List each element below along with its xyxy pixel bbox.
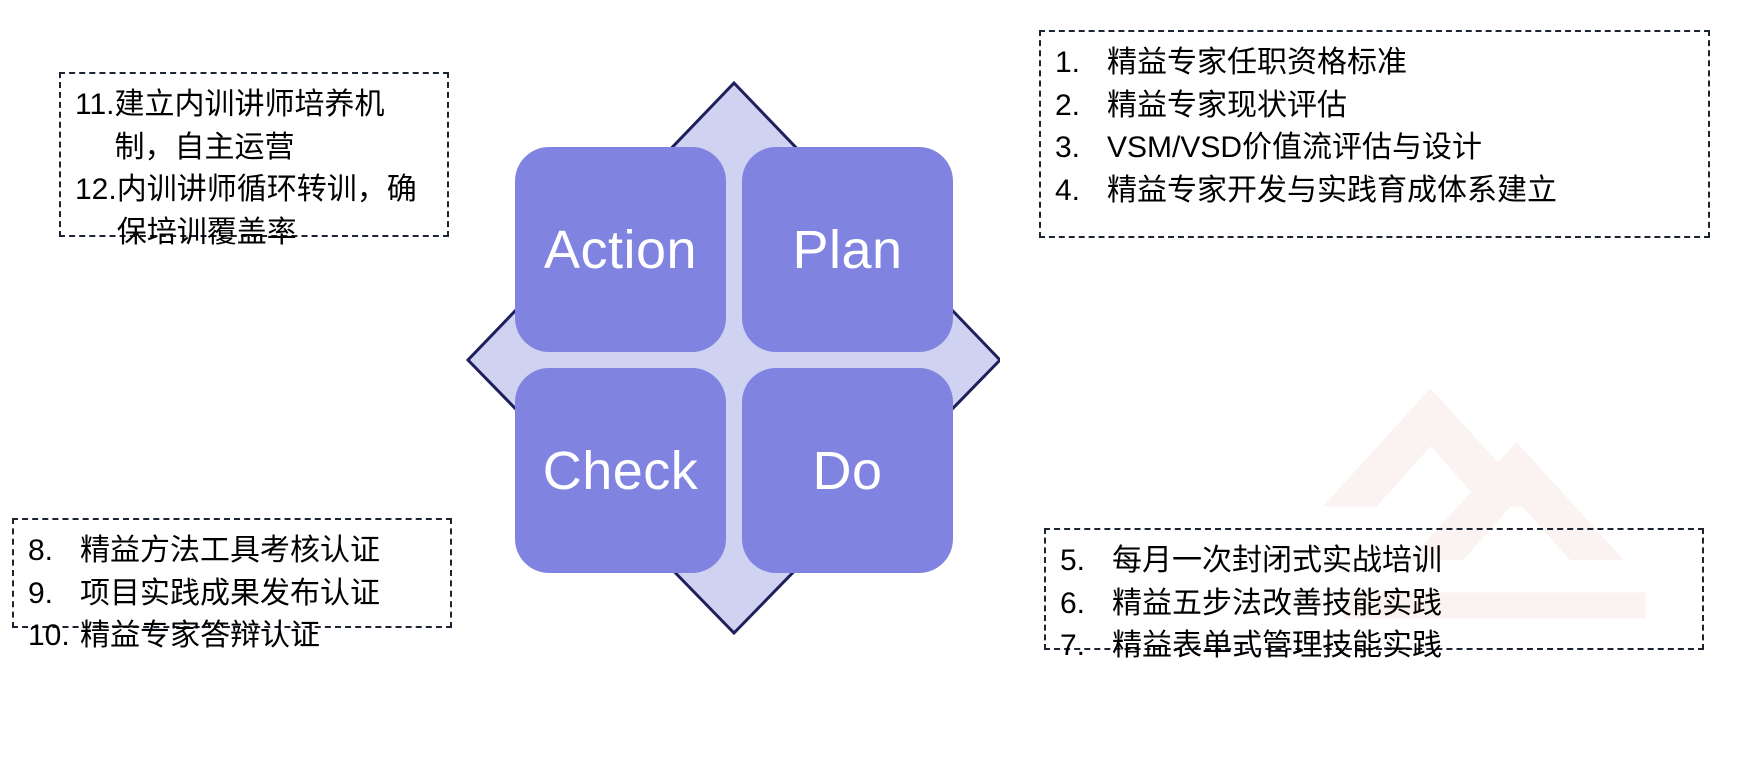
note-item-number: 2.	[1055, 88, 1081, 122]
note-item-number: 4.	[1055, 173, 1081, 207]
note-item: 2. 精益专家现状评估	[1055, 85, 1694, 128]
note-item-text: 每月一次封闭式实战培训	[1112, 544, 1442, 577]
note-box-action: 11.建立内训讲师培养机制，自主运营 12.内训讲师循环转训，确保培训覆盖率	[59, 72, 449, 249]
note-item-number: 1.	[1055, 46, 1081, 79]
note-item: 4. 精益专家开发与实践育成体系建立	[1055, 170, 1694, 213]
note-item: 6. 精益五步法改善技能实践	[1060, 583, 1688, 626]
note-item: 7. 精益表单式管理技能实践	[1060, 625, 1688, 668]
pdca-quadrant-check[interactable]: Check	[515, 368, 726, 573]
note-item-number: 7.	[1060, 629, 1086, 663]
pdca-cycle-group: Action Plan Check Do	[455, 78, 1000, 638]
note-item-text: 精益方法工具考核认证	[80, 534, 380, 567]
pdca-quadrant-do-label: Do	[812, 440, 883, 501]
note-box-check: 8. 精益方法工具考核认证 9. 项目实践成果发布认证 10. 精益专家答辩认证	[12, 518, 452, 652]
note-item-text: 项目实践成果发布认证	[80, 576, 380, 610]
pdca-quadrant-action-label: Action	[543, 219, 698, 280]
note-item: 8. 精益方法工具考核认证	[28, 530, 436, 573]
note-item-text: 精益五步法改善技能实践	[1112, 586, 1442, 620]
note-item-text: 精益表单式管理技能实践	[1112, 629, 1442, 663]
pdca-quadrant-check-label: Check	[542, 440, 699, 501]
note-box-do: 5. 每月一次封闭式实战培训 6. 精益五步法改善技能实践 7. 精益表单式管理技能实…	[1044, 528, 1704, 662]
note-item-number: 11.	[75, 88, 115, 121]
pdca-quadrant-grid: Action Plan Check Do	[515, 147, 953, 573]
note-item-number: 3.	[1055, 131, 1081, 165]
note-item-number: 8.	[28, 534, 54, 567]
pdca-quadrant-do[interactable]: Do	[742, 368, 953, 573]
note-item: 5. 每月一次封闭式实战培训	[1060, 540, 1688, 583]
note-item-number: 9.	[28, 576, 54, 610]
note-item: 12.内训讲师循环转训，确保培训覆盖率	[75, 169, 433, 254]
note-item-number: 6.	[1060, 586, 1086, 620]
pdca-quadrant-action[interactable]: Action	[515, 147, 726, 352]
note-box-plan: 1. 精益专家任职资格标准 2. 精益专家现状评估 3. VSM/VSD价值流评估与设…	[1039, 30, 1710, 238]
note-item: 9. 项目实践成果发布认证	[28, 573, 436, 616]
note-item-text: 内训讲师循环转训，确保培训覆盖率	[116, 173, 417, 249]
note-item-text: VSM/VSD价值流评估与设计	[1107, 131, 1483, 165]
note-item-text: 精益专家开发与实践育成体系建立	[1107, 173, 1557, 207]
note-item-text: 精益专家答辩认证	[80, 619, 320, 653]
note-item: 1. 精益专家任职资格标准	[1055, 42, 1694, 85]
note-item-text: 精益专家任职资格标准	[1107, 46, 1407, 79]
note-item-number: 10.	[28, 619, 70, 653]
pdca-quadrant-plan-label: Plan	[792, 219, 903, 280]
note-item-number: 5.	[1060, 544, 1086, 577]
note-item: 11.建立内训讲师培养机制，自主运营	[75, 84, 433, 169]
note-item-text: 建立内训讲师培养机制，自主运营	[114, 88, 385, 164]
pdca-quadrant-plan[interactable]: Plan	[742, 147, 953, 352]
note-item-text: 精益专家现状评估	[1107, 88, 1347, 122]
note-item: 10. 精益专家答辩认证	[28, 615, 436, 658]
note-item-number: 12.	[75, 173, 117, 207]
note-item: 3. VSM/VSD价值流评估与设计	[1055, 127, 1694, 170]
